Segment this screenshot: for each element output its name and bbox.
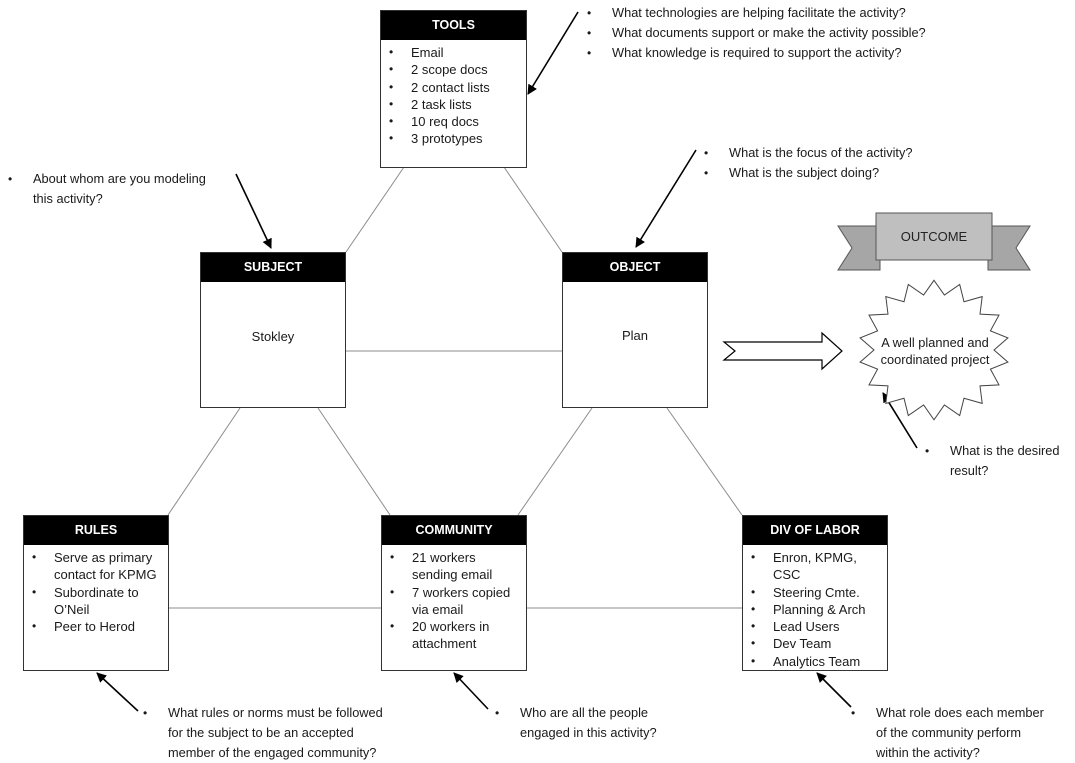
question-item: What knowledge is required to support th… — [587, 43, 1057, 63]
subject-title: SUBJECT — [201, 253, 345, 282]
connector-lines — [167, 166, 743, 609]
list-item: Dev Team — [751, 635, 887, 653]
question-item: What is the focus of the activity? — [704, 143, 1064, 163]
division-box: DIV OF LABOR Enron, KPMG, CSC Steering C… — [742, 515, 888, 671]
object-questions: What is the focus of the activity? What … — [704, 143, 1064, 183]
tools-list: Email 2 scope docs 2 contact lists 2 tas… — [381, 44, 526, 148]
subject-value: Stokley — [251, 329, 295, 344]
question-item: What documents support or make the activ… — [587, 23, 1057, 43]
list-item: Lead Users — [751, 618, 887, 636]
list-item: Analytics Team — [751, 653, 887, 671]
division-list: Enron, KPMG, CSC Steering Cmte. Planning… — [743, 549, 887, 670]
object-value: Plan — [621, 328, 649, 343]
division-title: DIV OF LABOR — [743, 516, 887, 545]
list-item: 2 scope docs — [389, 61, 526, 79]
list-item: 2 contact lists — [389, 79, 526, 97]
rules-question: What rules or norms must be followedfor … — [143, 703, 433, 763]
object-box: OBJECT Plan — [562, 252, 708, 408]
tools-title: TOOLS — [381, 11, 526, 40]
list-item: Steering Cmte. — [751, 584, 887, 602]
list-item: 2 task lists — [389, 96, 526, 114]
outcome-title: OUTCOME — [900, 229, 968, 244]
object-title: OBJECT — [563, 253, 707, 282]
list-item: 3 prototypes — [389, 130, 526, 148]
question-item: What is the subject doing? — [704, 163, 1064, 183]
question-item: What rules or norms must be followedfor … — [143, 703, 433, 763]
rules-title: RULES — [24, 516, 168, 545]
tools-questions: What technologies are helping facilitate… — [587, 3, 1057, 63]
list-item: Enron, KPMG, CSC — [751, 549, 887, 584]
outcome-ribbon — [837, 212, 1031, 271]
list-item: Peer to Herod — [32, 618, 168, 636]
subject-box: SUBJECT Stokley — [200, 252, 346, 408]
result-arrow — [722, 331, 843, 371]
outcome-starburst — [859, 279, 1009, 421]
list-item: Planning & Arch — [751, 601, 887, 619]
list-item: Subordinate toO’Neil — [32, 584, 168, 619]
tools-box: TOOLS Email 2 scope docs 2 contact lists… — [380, 10, 527, 168]
community-title: COMMUNITY — [382, 516, 526, 545]
list-item: Email — [389, 44, 526, 62]
list-item: 10 req docs — [389, 113, 526, 131]
question-item: What technologies are helping facilitate… — [587, 3, 1057, 23]
